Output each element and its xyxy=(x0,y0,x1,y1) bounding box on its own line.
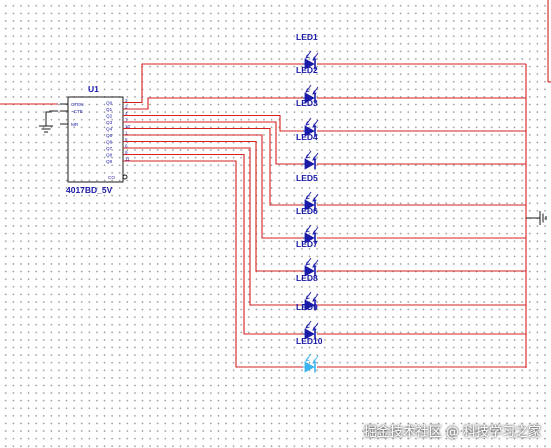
watermark-text: 掘金技术社区 @ 科技学习之家 xyxy=(363,425,541,440)
led-label: LED6 xyxy=(296,206,318,216)
led-label: LED5 xyxy=(296,173,318,183)
light-arrow-head xyxy=(312,263,317,268)
led-9[interactable]: LED9 xyxy=(296,302,319,340)
output-wire-5[interactable] xyxy=(123,127,303,206)
output-wire-6[interactable] xyxy=(123,134,303,239)
led-label: LED2 xyxy=(296,65,318,75)
output-wire-10[interactable] xyxy=(123,160,303,368)
ic-pin-q1: Q1 xyxy=(106,107,113,112)
ic-part-label: 4017BD_5V xyxy=(66,185,113,195)
ic-pin-number: 9 xyxy=(125,150,128,155)
ic-pin-co: CO xyxy=(108,175,115,180)
output-wire-8[interactable] xyxy=(123,147,303,306)
led-label: LED3 xyxy=(296,98,318,108)
led-6[interactable]: LED6 xyxy=(296,206,319,244)
output-wire-3[interactable] xyxy=(123,114,303,132)
light-arrow-head xyxy=(305,357,310,362)
output-wire-2[interactable] xyxy=(123,97,303,110)
light-arrow-head xyxy=(305,195,310,200)
ic-pin-mr: MR xyxy=(71,122,79,127)
ic-pin-q6: Q6 xyxy=(106,139,113,144)
light-arrow-head xyxy=(312,90,317,95)
led-2[interactable]: LED2 xyxy=(296,65,319,104)
ic-pin-q8: Q8 xyxy=(106,152,113,157)
light-arrow-head xyxy=(312,326,317,331)
led-label: LED8 xyxy=(296,273,318,283)
ic-pin-q4: Q4 xyxy=(106,126,113,131)
ic-pin-number: 3 xyxy=(125,98,128,103)
ground-symbol-left xyxy=(39,110,58,133)
ic-pin-q7: Q7 xyxy=(106,146,113,151)
ic-pin-number: 2 xyxy=(125,104,128,109)
light-arrow-head xyxy=(305,324,310,329)
led-label: LED4 xyxy=(296,132,318,142)
light-arrow-head xyxy=(305,261,310,266)
light-arrow-head xyxy=(305,228,310,233)
ic-pin-q0: Q0 xyxy=(106,100,113,105)
ic-pin-number: 11 xyxy=(125,156,130,161)
led-1[interactable]: LED1 xyxy=(296,32,319,70)
led-10[interactable]: LED10 xyxy=(296,336,323,373)
ic-pin-number: 7 xyxy=(125,117,128,122)
led-5[interactable]: LED5 xyxy=(296,173,319,211)
output-wire-7[interactable] xyxy=(123,140,303,272)
carry-out-bubble xyxy=(122,174,128,180)
light-arrow-head xyxy=(305,54,310,59)
output-wire-1[interactable] xyxy=(123,63,303,104)
light-arrow-head xyxy=(312,123,317,128)
output-wire-4[interactable] xyxy=(123,121,303,165)
light-arrow-head xyxy=(305,88,310,93)
light-arrow-head xyxy=(312,156,317,161)
led-8[interactable]: LED8 xyxy=(296,273,319,311)
light-arrow-head xyxy=(312,297,317,302)
led-4[interactable]: LED4 xyxy=(296,132,319,170)
led-label: LED10 xyxy=(296,336,323,346)
ic-pin-number: 6 xyxy=(125,143,128,148)
ic-pin-number: 5 xyxy=(125,137,128,142)
ic-body-u1[interactable] xyxy=(67,96,124,183)
ic-pin-q5: Q5 xyxy=(106,133,113,138)
light-arrow-head xyxy=(305,154,310,159)
led-label: LED7 xyxy=(296,239,318,249)
led-label: LED1 xyxy=(296,32,318,42)
ground-symbol-right xyxy=(539,211,547,225)
ic-pin-number: 1 xyxy=(125,130,128,135)
ic-pin-cten: CTEN xyxy=(71,102,84,107)
ic-pin-cte: ~CTE xyxy=(71,109,83,114)
ic-pin-q3: Q3 xyxy=(106,120,113,125)
light-arrow-head xyxy=(312,359,317,364)
ic-pin-number: 4 xyxy=(125,111,128,116)
ic-pin-q9: Q9 xyxy=(106,159,113,164)
light-arrow-head xyxy=(312,56,317,61)
light-arrow-head xyxy=(312,197,317,202)
ic-pin-number: 10 xyxy=(125,124,131,129)
led-7[interactable]: LED7 xyxy=(296,239,319,277)
ic-ref-label: U1 xyxy=(88,84,99,94)
light-arrow-head xyxy=(305,121,310,126)
light-arrow-head xyxy=(312,230,317,235)
led-3[interactable]: LED3 xyxy=(296,98,319,137)
led-label: LED9 xyxy=(296,302,318,312)
ic-pin-q2: Q2 xyxy=(106,113,113,118)
light-arrow-head xyxy=(305,295,310,300)
output-wire-9[interactable] xyxy=(123,153,303,335)
